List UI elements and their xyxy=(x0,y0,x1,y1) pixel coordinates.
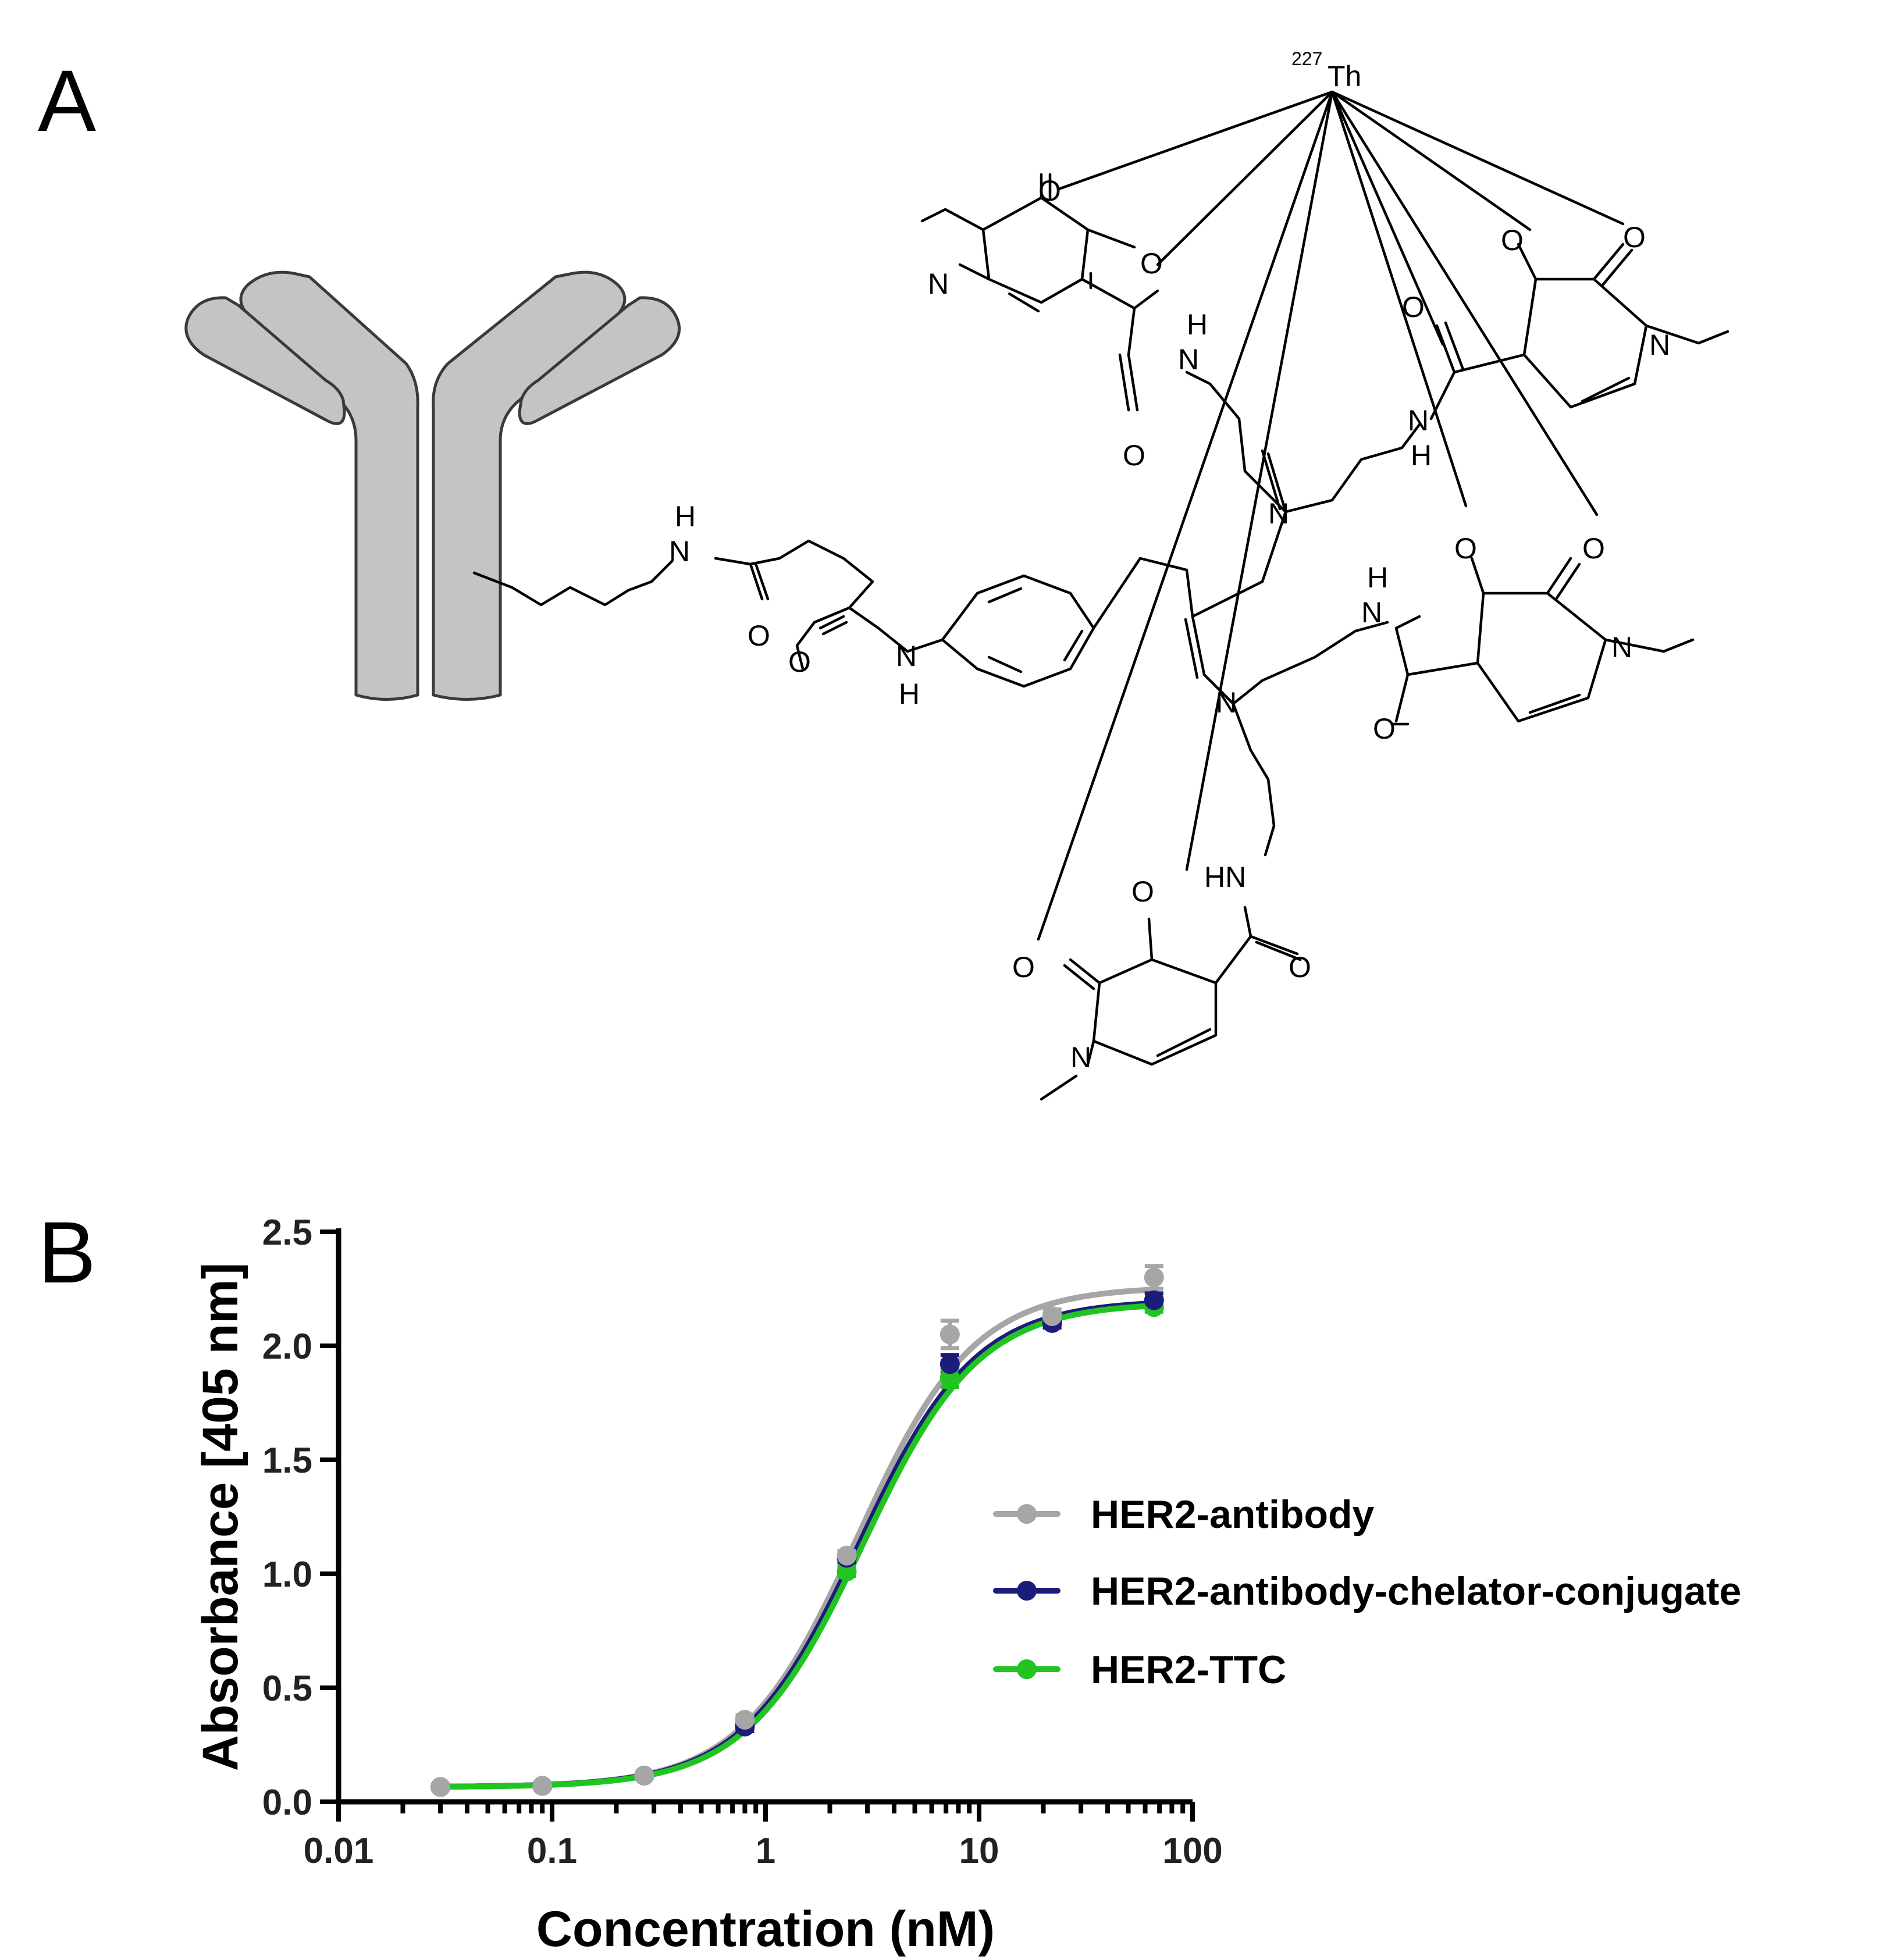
atom-o: O xyxy=(1289,951,1311,983)
atom-o: O xyxy=(1582,532,1605,565)
data-point xyxy=(837,1545,857,1566)
legend-swatch-marker xyxy=(1017,1581,1037,1601)
fit-curves xyxy=(437,1287,1157,1790)
legend-swatch-marker xyxy=(1017,1504,1037,1524)
data-point xyxy=(940,1324,960,1345)
y-tick-label: 0.5 xyxy=(262,1669,312,1709)
atom-o: O xyxy=(1012,951,1035,983)
atom-n: N xyxy=(1070,1041,1091,1074)
x-tick-label: 10 xyxy=(959,1831,999,1871)
panel-b-label: B xyxy=(38,1203,96,1301)
axes: 0.0 0.5 1.0 1.5 2.0 2.5 0.01 0.1 1 10 100 xyxy=(262,1213,1223,1871)
data-point xyxy=(940,1354,960,1374)
structure-bonds xyxy=(472,90,1729,1101)
data-point xyxy=(1042,1306,1062,1327)
x-tick-label: 100 xyxy=(1162,1831,1222,1871)
x-tick-label: 1 xyxy=(756,1831,775,1871)
atom-nh: N xyxy=(1178,343,1199,376)
atom-n: N xyxy=(1649,329,1670,361)
data-point xyxy=(430,1777,451,1797)
atom-n: N xyxy=(896,640,917,672)
atom-h: H xyxy=(675,500,696,533)
fit-curve xyxy=(437,1300,1157,1790)
atom-h: H xyxy=(1367,561,1388,594)
atom-n: N xyxy=(1361,596,1382,629)
atom-o: O xyxy=(1038,174,1061,207)
metal-mass-number: 227 xyxy=(1291,48,1322,69)
y-tick-label: 2.5 xyxy=(262,1213,312,1253)
legend: HER2-antibodyHER2-antibody-chelator-conj… xyxy=(993,1492,1741,1692)
data-point xyxy=(940,1367,960,1388)
atom-hn: HN xyxy=(1204,861,1246,893)
x-tick-label: 0.01 xyxy=(304,1831,374,1871)
atom-o: O xyxy=(1454,532,1477,565)
atom-o: O xyxy=(1373,712,1396,745)
data-point xyxy=(532,1776,553,1796)
atom-o: O xyxy=(1402,291,1425,323)
atom-n: N xyxy=(1611,631,1632,664)
data-point xyxy=(735,1709,755,1730)
atom-labels: O O N H N O O O O N N H N O O H N N O N … xyxy=(669,174,1670,1074)
legend-label: HER2-TTC xyxy=(1091,1648,1286,1692)
y-tick-label: 0.0 xyxy=(262,1783,312,1823)
legend-label: HER2-antibody-chelator-conjugate xyxy=(1091,1569,1741,1613)
x-axis-title: Concentration (nM) xyxy=(536,1901,995,1957)
legend-label: HER2-antibody xyxy=(1091,1492,1375,1537)
y-tick-label: 2.0 xyxy=(262,1327,312,1367)
atom-o: O xyxy=(1623,221,1646,254)
fit-curve xyxy=(437,1287,1157,1790)
fit-curve xyxy=(437,1302,1157,1790)
atom-n: N xyxy=(669,535,690,568)
legend-swatch-marker xyxy=(1017,1659,1037,1679)
atom-n: N xyxy=(1216,686,1237,719)
y-tick-label: 1.0 xyxy=(262,1555,312,1595)
atom-o: O xyxy=(788,646,811,678)
y-axis-title: Absorbance [405 nm] xyxy=(193,1263,248,1772)
atom-h: H xyxy=(1411,439,1432,472)
data-points xyxy=(430,1267,1164,1797)
data-point xyxy=(634,1765,654,1786)
atom-h: H xyxy=(899,678,920,710)
panel-a-label: A xyxy=(38,52,96,149)
antibody-icon xyxy=(184,270,681,701)
data-point xyxy=(1144,1267,1164,1288)
atom-o: O xyxy=(1501,224,1524,256)
data-point xyxy=(837,1562,857,1582)
atom-n: N xyxy=(1408,404,1429,437)
metal-symbol: Th xyxy=(1328,60,1361,92)
error-bars xyxy=(431,1264,1163,1791)
atom-o: O xyxy=(1123,439,1145,472)
dose-response-chart: 0.0 0.5 1.0 1.5 2.0 2.5 0.01 0.1 1 10 100 HER2-ant… xyxy=(193,1213,1741,1957)
y-tick-label: 1.5 xyxy=(262,1441,312,1481)
data-point xyxy=(1144,1290,1164,1310)
atom-o: O xyxy=(1131,875,1154,908)
atom-h: H xyxy=(1187,308,1208,341)
atom-o: O xyxy=(1140,247,1163,280)
x-tick-label: 0.1 xyxy=(527,1831,577,1871)
atom-o: O xyxy=(748,619,770,652)
chemical-structure: 227 Th xyxy=(472,48,1729,1101)
atom-n: N xyxy=(1268,497,1289,530)
atom-n: N xyxy=(928,268,949,300)
